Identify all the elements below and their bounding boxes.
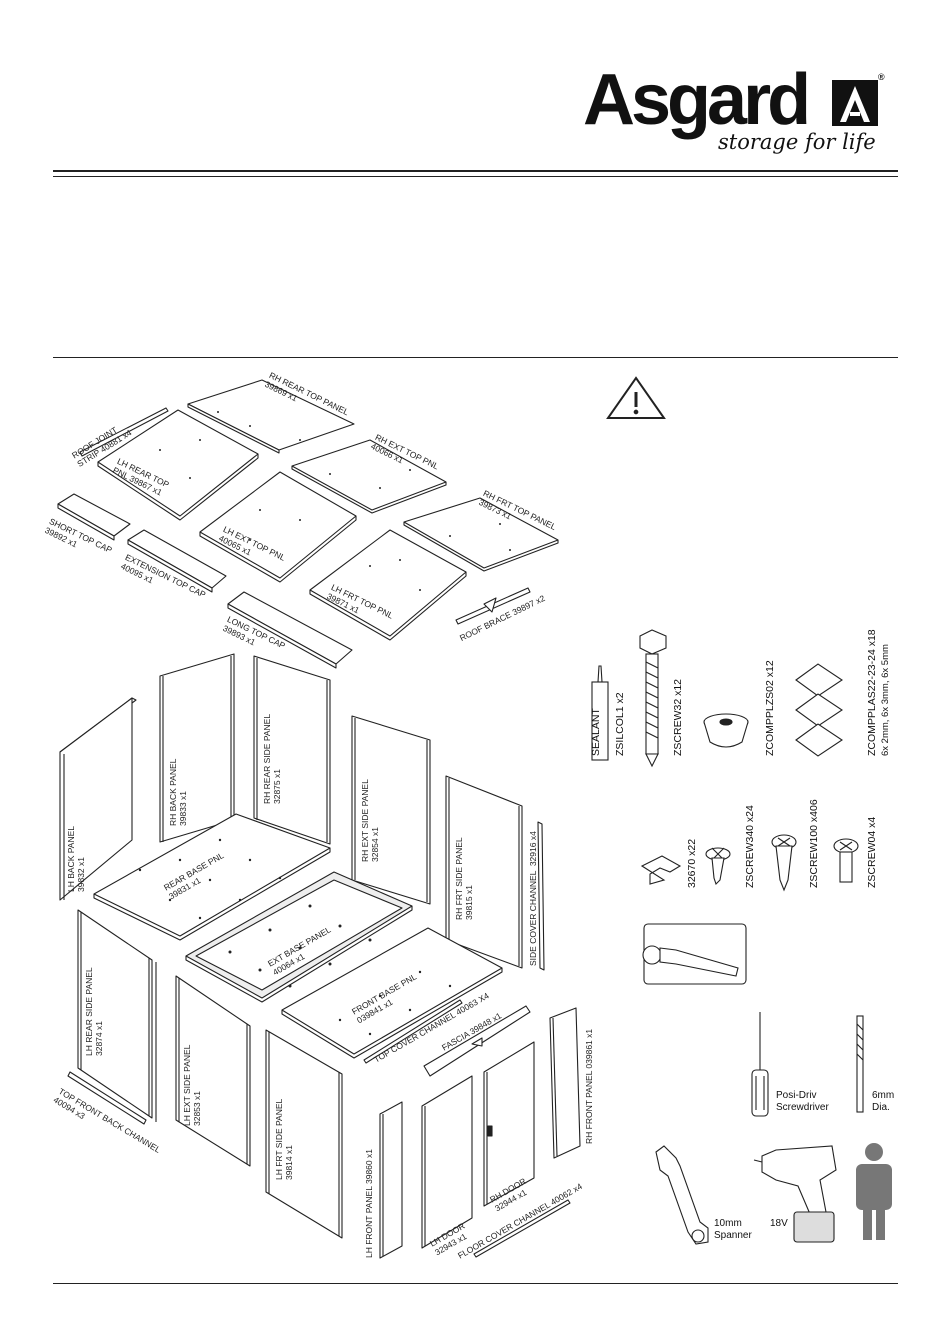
tool-icons — [655, 1012, 892, 1245]
drill-bit-icon — [856, 1015, 864, 1113]
lh-door-shape — [421, 1075, 473, 1249]
warning-triangle-icon — [606, 376, 666, 419]
lh-ext-side-panel-shape — [175, 975, 251, 1167]
side-cover-channel-shape — [537, 821, 545, 971]
lh-ext-top-panel-shape — [199, 471, 357, 583]
rh-rear-top-panel-shape — [187, 379, 355, 454]
zscrew100-icon — [771, 834, 797, 892]
label-rh-ext-side-panel: RH EXT SIDE PANEL 32854 x1 — [360, 779, 380, 862]
label-lh-ext-side-panel: LH EXT SIDE PANEL 32853 x1 — [182, 1044, 202, 1126]
label-screwdriver: Posi-Driv Screwdriver — [776, 1090, 829, 1113]
rh-ext-side-panel-shape — [351, 715, 431, 905]
label-rh-frt-side-panel: RH FRT SIDE PANEL 39815 x1 — [454, 837, 474, 920]
roof-joint-strip-shape — [79, 407, 169, 457]
registered-mark: ® — [878, 72, 885, 82]
lh-frt-top-panel-shape — [309, 529, 467, 641]
label-zscrew340: ZSCREW340 x24 — [744, 805, 756, 888]
zscrew340-icon — [705, 847, 731, 886]
key-icon — [642, 923, 747, 985]
long-top-cap-shape — [227, 591, 353, 669]
screwdriver-icon — [751, 1012, 769, 1117]
spanner-icon — [655, 1145, 709, 1245]
brand-tagline: storage for life — [718, 130, 876, 154]
header-rule-bottom — [53, 176, 898, 177]
rh-frt-side-panel-shape — [445, 775, 523, 969]
brand-name: Asgard — [583, 60, 811, 140]
label-rh-front-panel: RH FRONT PANEL 039861 x1 — [584, 1028, 594, 1144]
lh-front-panel-shape — [379, 1101, 403, 1259]
label-zcompplzs02: ZCOMPPLZS02 x12 — [764, 660, 776, 756]
lh-rear-side-panel-shape — [77, 909, 157, 1122]
front-base-panel-shape — [281, 927, 503, 1059]
lh-frt-side-panel-shape — [265, 1029, 343, 1239]
ext-base-panel-shape — [185, 871, 413, 1003]
label-sealant: SEALANT — [590, 708, 602, 756]
label-drill-bit: 6mm Dia. — [872, 1090, 895, 1113]
label-side-cover-channel: SIDE COVER CHANNEL 32916 x4 — [528, 831, 538, 966]
fascia-shape — [423, 1005, 531, 1077]
hardware-icons — [591, 376, 859, 985]
rh-door-shape — [483, 1041, 535, 1207]
label-lh-back-panel: LH BACK PANEL 39832 x1 — [66, 826, 86, 892]
rh-ext-top-panel-shape — [291, 439, 447, 514]
sealant-tube-icon — [591, 665, 609, 761]
label-lh-front-panel: LH FRONT PANEL 39860 x1 — [364, 1149, 374, 1258]
top-cover-channel-shape — [363, 999, 463, 1064]
lh-back-panel-shape — [59, 697, 137, 901]
section-rule — [53, 357, 898, 358]
label-rh-back-panel: RH BACK PANEL 39833 x1 — [168, 758, 188, 826]
label-zsilcol1: ZSILCOL1 x2 — [614, 692, 626, 756]
clip-icon — [640, 855, 682, 885]
roof-brace-shape — [455, 587, 531, 625]
label-clip-32670: 32670 x22 — [686, 838, 698, 888]
label-zscrew32: ZSCREW32 x12 — [672, 678, 684, 756]
label-zscrew100: ZSCREW100 x406 — [808, 799, 820, 888]
label-zcompplas-sizes: 6x 2mm, 6x 3mm, 6x 5mm — [880, 644, 891, 756]
label-drill: 18V — [770, 1218, 788, 1229]
zscrew04-icon — [833, 838, 859, 883]
zscrew32-icon — [639, 629, 667, 768]
label-lh-rear-side-panel: LH REAR SIDE PANEL 32874 x1 — [84, 967, 104, 1056]
rh-rear-side-panel-shape — [253, 655, 331, 845]
label-zcompplas: ZCOMPPLAS22-23-24 x18 — [866, 629, 878, 756]
label-lh-frt-side-panel: LH FRT SIDE PANEL 39814 x1 — [274, 1098, 294, 1180]
short-top-cap-shape — [57, 493, 131, 541]
label-spanner: 10mm Spanner — [714, 1218, 752, 1241]
fixing-holes — [138, 411, 511, 1036]
floor-cover-channel-shape — [473, 1199, 571, 1258]
top-front-back-channel-shape — [67, 1071, 147, 1125]
person-icon — [856, 1143, 892, 1240]
rh-front-panel-shape — [549, 1007, 581, 1159]
rh-frt-top-panel-shape — [403, 497, 559, 572]
zcompplzs02-washer-icon — [703, 713, 749, 748]
label-zscrew04: ZSCREW04 x4 — [866, 816, 878, 888]
header-rule-top — [53, 170, 898, 172]
zcompplas-pad-stack-icon — [795, 663, 843, 757]
cordless-drill-icon — [753, 1145, 837, 1243]
label-rh-rear-side-panel: RH REAR SIDE PANEL 32875 x1 — [262, 713, 282, 804]
footer-rule — [53, 1283, 898, 1284]
rear-base-panel-shape — [93, 813, 331, 941]
lh-rear-top-panel-shape — [97, 409, 259, 521]
extension-top-cap-shape — [127, 529, 227, 593]
